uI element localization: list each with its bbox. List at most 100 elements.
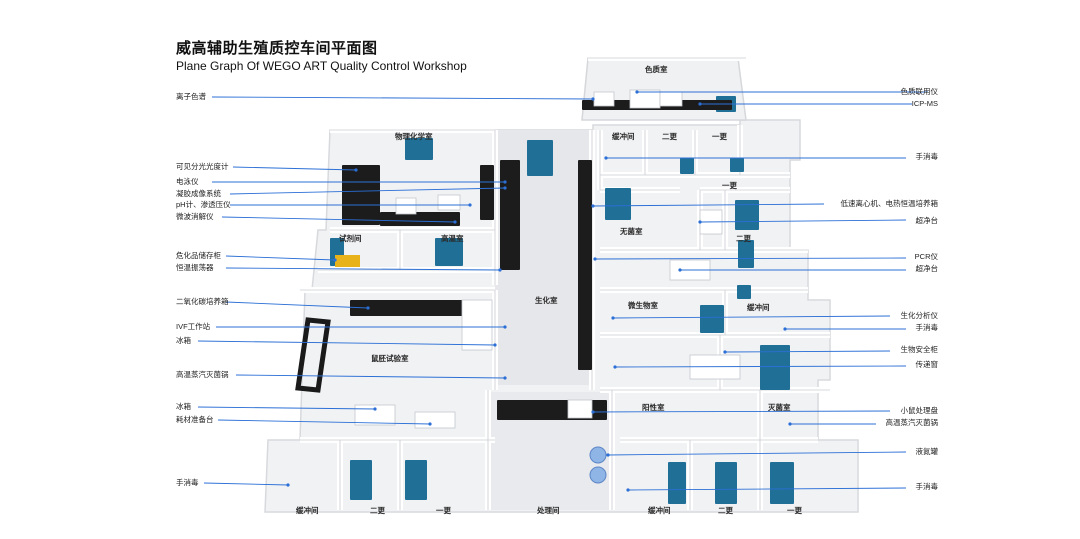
- door-13: [405, 460, 427, 500]
- diagram-subtitle: Plane Graph Of WEGO ART Quality Control …: [176, 59, 467, 73]
- leader-dot-4: [468, 203, 472, 207]
- label-ivf-workstation: IVF工作站: [176, 322, 211, 331]
- leader-dot-15: [635, 90, 639, 94]
- leader-dot-0: [591, 97, 595, 101]
- ln2-tank-1: [589, 446, 607, 464]
- door-2: [605, 188, 631, 220]
- label-biochem-analyzer: 生化分析仪: [900, 311, 939, 320]
- leader-dot-20: [593, 257, 597, 261]
- door-9: [760, 345, 790, 390]
- room-microbio: 微生物室: [628, 301, 658, 310]
- leader-line-18: [592, 203, 825, 207]
- leader-line-0: [211, 96, 594, 100]
- leader-dot-12: [373, 407, 377, 411]
- label-hand-sanitizer-r1: 手消毒: [915, 152, 939, 161]
- room-sterile: 无菌室: [620, 227, 643, 236]
- label-icp-ms: ICP-MS: [911, 99, 938, 108]
- leader-line-29: [627, 487, 907, 491]
- label-co2-incubator: 二氧化碳培养箱: [176, 297, 229, 306]
- label-spectrophotometer: 可见分光光度计: [176, 162, 229, 171]
- leader-line-13: [217, 419, 431, 425]
- label-hand-sanitizer-r3: 手消毒: [915, 482, 939, 491]
- leader-dot-2: [503, 180, 507, 184]
- leader-line-25: [614, 365, 907, 368]
- room-buffer-bl: 缓冲间: [296, 506, 319, 515]
- label-pcr: PCR仪: [914, 252, 938, 261]
- room-reagent: 试剂间: [339, 234, 362, 243]
- label-ion-chromatograph: 离子色谱: [176, 92, 206, 101]
- room-gown1-br: 一更: [787, 506, 802, 515]
- room-physchem: 物理化学室: [395, 132, 433, 141]
- room-gown2-bl: 二更: [370, 506, 385, 515]
- label-clean-bench-1: 超净台: [915, 216, 939, 225]
- leader-line-6: [225, 255, 336, 261]
- hazmat-cabinet: [335, 255, 360, 267]
- room-gown2-br: 二更: [718, 506, 733, 515]
- label-hand-sanitizer-r2: 手消毒: [915, 323, 939, 332]
- door-5: [735, 200, 759, 230]
- door-11: [435, 238, 463, 266]
- label-autoclave-right: 高温蒸汽灭菌锅: [885, 418, 939, 427]
- leader-dot-21: [678, 268, 682, 272]
- equipment-6: [567, 399, 593, 419]
- room-gown1-top: 一更: [712, 132, 727, 141]
- leader-dot-13: [428, 422, 432, 426]
- room-processing: 处理间: [537, 506, 560, 515]
- room-buffer-mid: 缓冲间: [747, 303, 770, 312]
- bench-3: [500, 160, 520, 270]
- leader-dot-26: [591, 410, 595, 414]
- leader-dot-14: [286, 483, 290, 487]
- room-gcms: 色质室: [645, 65, 668, 74]
- equipment-8: [593, 91, 615, 107]
- door-8: [700, 305, 724, 333]
- leader-dot-28: [606, 453, 610, 457]
- door-3: [680, 158, 694, 174]
- equipment-9: [659, 91, 683, 107]
- room-mouse-embryo: 鼠胚试验室: [371, 354, 409, 363]
- leader-dot-11: [503, 376, 507, 380]
- bench-4: [350, 300, 480, 316]
- room-biochem: 生化室: [535, 296, 558, 305]
- room-buffer-top: 缓冲间: [612, 132, 635, 141]
- door-0: [405, 138, 433, 160]
- bench-1: [380, 212, 460, 226]
- label-ph-osmometer: pH计、渗透压仪: [176, 200, 231, 209]
- label-thermostatic-shaker: 恒温振荡器: [176, 263, 214, 272]
- leader-dot-16: [698, 102, 702, 106]
- equipment-11: [437, 194, 461, 211]
- bench-0: [342, 165, 380, 225]
- label-centrifuge-incubator: 低速离心机、电热恒温培养箱: [840, 199, 939, 208]
- door-1: [527, 140, 553, 176]
- leader-dot-24: [723, 350, 727, 354]
- door-14: [668, 462, 686, 504]
- leader-dot-3: [503, 186, 507, 190]
- leader-dot-29: [626, 488, 630, 492]
- leader-line-22: [612, 315, 891, 319]
- leader-line-7: [225, 267, 501, 271]
- leader-line-24: [724, 350, 891, 353]
- label-hazmat-cabinet: 危化品储存柜: [176, 251, 221, 260]
- room-sterilization: 灭菌室: [768, 403, 791, 412]
- room-gown2-mid: 二更: [736, 234, 751, 243]
- equipment-5: [354, 404, 396, 426]
- leader-dot-18: [591, 204, 595, 208]
- leader-line-5: [221, 216, 456, 223]
- label-liquid-nitrogen: 液氮罐: [915, 447, 939, 456]
- label-gel-imaging: 凝胶成像系统: [176, 189, 221, 198]
- label-biosafety-cabinet: 生物安全柜: [900, 345, 939, 354]
- leader-line-1: [232, 166, 357, 171]
- room-gown1-bl: 一更: [436, 506, 451, 515]
- door-4: [730, 158, 744, 172]
- label-hand-sanitizer-left: 手消毒: [176, 478, 199, 487]
- label-consumable-bench: 耗材准备台: [176, 415, 214, 424]
- leader-line-14: [203, 482, 289, 486]
- leader-dot-25: [613, 365, 617, 369]
- leader-dot-9: [503, 325, 507, 329]
- room-high-temp: 高温室: [441, 234, 464, 243]
- leader-line-26: [592, 410, 891, 413]
- leader-dot-17: [604, 156, 608, 160]
- leader-dot-5: [453, 220, 457, 224]
- leader-line-12: [197, 406, 376, 410]
